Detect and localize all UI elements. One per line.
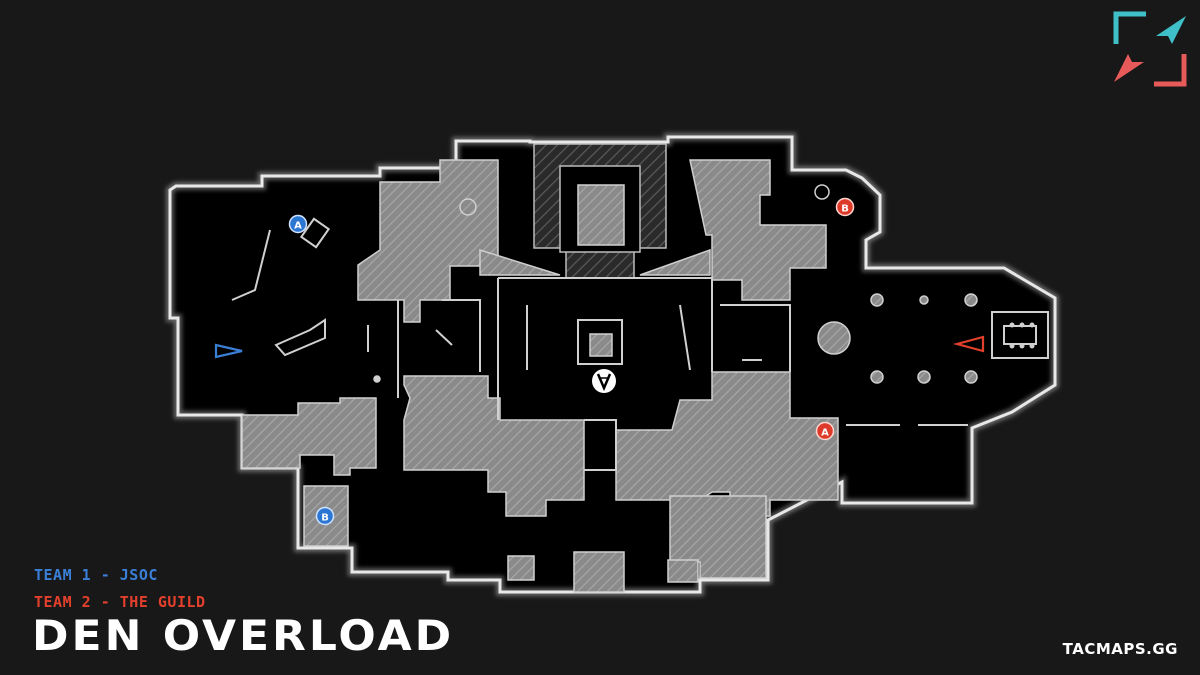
svg-text:B: B xyxy=(321,513,329,524)
table-chairs xyxy=(1009,322,1035,349)
svg-text:B: B xyxy=(841,204,849,215)
team1-label: TEAM 1 - JSOC xyxy=(34,566,158,584)
team2-marker-b: B xyxy=(835,197,855,217)
map-title: DEN OVERLOAD xyxy=(32,612,455,661)
interior-walls xyxy=(231,217,1049,471)
svg-text:A: A xyxy=(821,428,829,439)
team1-marker-b: B xyxy=(315,506,335,526)
team2-label: TEAM 2 - THE GUILD xyxy=(34,593,206,611)
central-stairway xyxy=(533,143,667,279)
brand-label: TACMAPS.GG xyxy=(1062,640,1178,658)
team2-spawn-triangle-icon xyxy=(952,335,985,353)
team1-spawn-triangle-icon xyxy=(214,343,243,359)
pillars xyxy=(373,184,978,384)
tacmaps-logo-icon xyxy=(1113,11,1187,87)
domination-flag-icon xyxy=(592,369,616,393)
svg-text:A: A xyxy=(294,221,302,232)
team1-marker-a: A xyxy=(288,214,308,234)
team2-marker-a: A xyxy=(815,421,835,441)
